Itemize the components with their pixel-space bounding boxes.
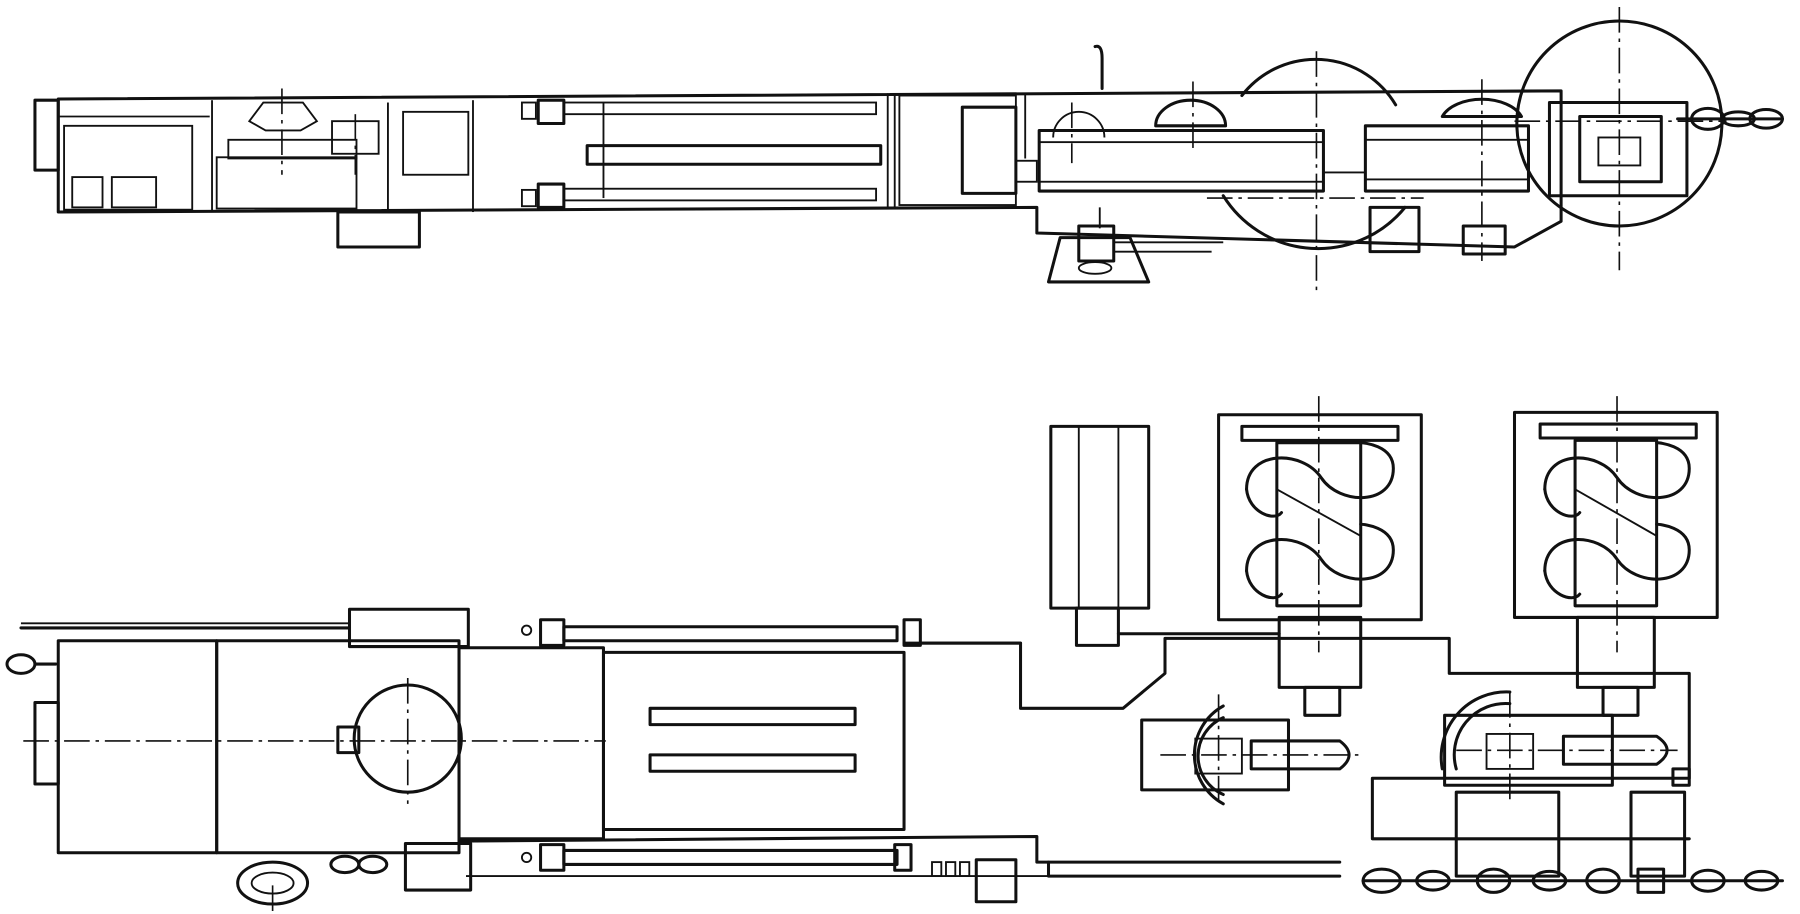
drum-drive-1 bbox=[1140, 694, 1359, 806]
body-block bbox=[23, 607, 606, 855]
large-wheel bbox=[1206, 51, 1424, 292]
hydraulic-rams-plan bbox=[520, 618, 922, 872]
round-tank bbox=[336, 678, 463, 804]
cutter-drum-1 bbox=[1217, 396, 1423, 717]
chain-hook-elevation bbox=[1676, 106, 1784, 131]
pivot-arm-left bbox=[1037, 81, 1325, 193]
wire-rope bbox=[5, 622, 352, 675]
cutter-drum-2 bbox=[1512, 396, 1719, 717]
mid-block bbox=[898, 93, 1038, 206]
pivot-arm-right bbox=[1323, 79, 1530, 261]
cab-equipment bbox=[63, 88, 470, 249]
center-block bbox=[457, 641, 1023, 841]
plan-view bbox=[5, 396, 1784, 914]
guard-box bbox=[1049, 424, 1281, 647]
support-leg bbox=[1046, 205, 1507, 284]
stepped-frame bbox=[457, 636, 1691, 878]
exhaust-pipe bbox=[1093, 44, 1104, 91]
elevation-view bbox=[33, 6, 1784, 292]
hydraulic-rams-elevation bbox=[520, 98, 883, 209]
drum-drive-2 bbox=[1439, 690, 1678, 804]
bottom-chain bbox=[236, 854, 1784, 906]
